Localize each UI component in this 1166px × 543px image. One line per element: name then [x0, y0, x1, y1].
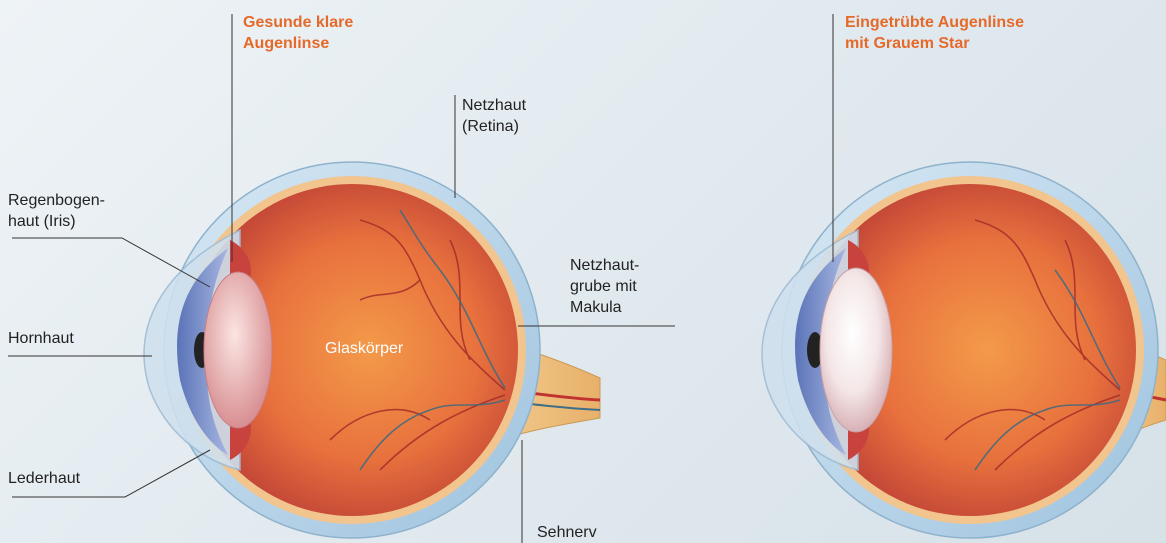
iris-label: Regenbogen- haut (Iris): [8, 190, 105, 232]
vitreous-label: Glaskörper: [325, 338, 403, 359]
cornea-label: Hornhaut: [8, 328, 74, 349]
sclera-label: Lederhaut: [8, 468, 80, 489]
lens-cloudy: [820, 268, 892, 432]
cataract-eye: [762, 162, 1166, 538]
optic-nerve-label: Sehnerv: [537, 522, 597, 543]
healthy-lens-label: Gesunde klare Augenlinse: [243, 12, 353, 54]
retina-label: Netzhaut (Retina): [462, 95, 526, 137]
lens-clear: [204, 272, 272, 428]
cataract-lens-label: Eingetrübte Augenlinse mit Grauem Star: [845, 12, 1024, 54]
fovea-label: Netzhaut- grube mit Makula: [570, 255, 639, 318]
